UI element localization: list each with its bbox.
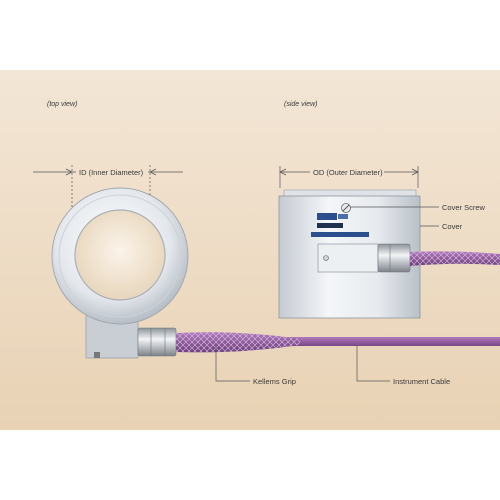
outer-diameter-dimension xyxy=(279,166,419,188)
brand-logo-icon xyxy=(317,213,337,220)
inner-diameter-dimension xyxy=(33,165,183,235)
cover-screw-label: Cover Screw xyxy=(442,203,486,212)
top-view-label: (top view) xyxy=(47,101,77,108)
side-view-device xyxy=(278,189,421,319)
inner-diameter-label: ID (Inner Diameter) xyxy=(79,168,144,177)
side-view-cable xyxy=(410,251,500,266)
outer-diameter-label: OD (Outer Diameter) xyxy=(313,168,383,177)
side-fitting xyxy=(377,243,411,273)
top-fitting xyxy=(137,327,177,357)
cover-label: Cover xyxy=(442,222,463,231)
side-view-label: (side view) xyxy=(284,101,317,108)
callout-leaders xyxy=(215,206,439,382)
top-view-device xyxy=(51,187,189,359)
inner-bore xyxy=(74,209,166,301)
kellems-grip-label: Kellems Grip xyxy=(253,377,296,386)
top-view-cable xyxy=(176,332,500,353)
instrument-cable-label: Instrument Cable xyxy=(393,377,450,386)
